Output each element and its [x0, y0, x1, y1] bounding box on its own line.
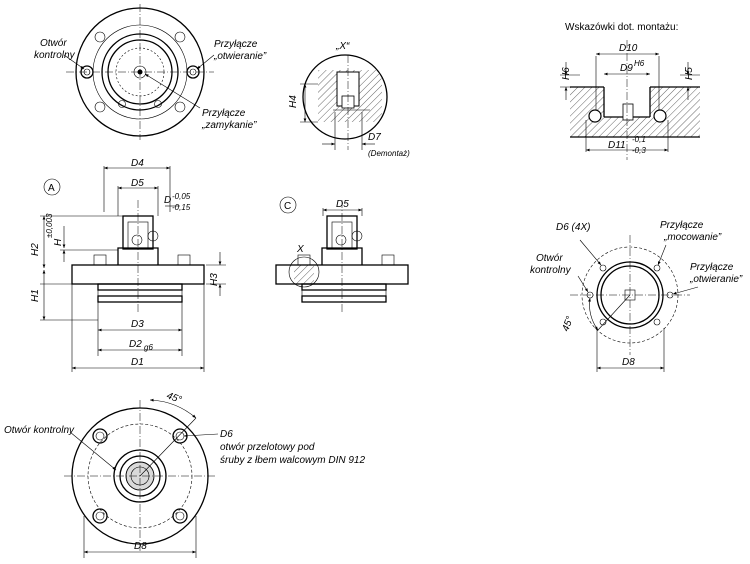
dim-h-tol-val: ±0,003 — [45, 213, 54, 238]
dim-d-tol: D — [164, 195, 171, 206]
dim-d11-low: -0,3 — [632, 146, 646, 155]
dim-d5-c: D5 — [336, 199, 349, 210]
dim-d4: D4 — [131, 158, 144, 169]
label-d6-line3: śruby z łbem walcowym DIN 912 — [220, 455, 365, 466]
dim-h-tol: H — [53, 238, 64, 246]
label-ctrl-1: Otwór — [536, 253, 563, 264]
label-control-port: Otwór — [40, 38, 67, 49]
dim-d7: D7 — [368, 132, 381, 143]
side-view-c — [275, 196, 409, 312]
label-otwieranie-1: Przyłącze — [690, 262, 734, 273]
label-control-port-2: kontrolny — [34, 50, 76, 61]
dim-h2: H2 — [30, 243, 41, 256]
label-d6-line1: D6 — [220, 429, 233, 440]
label-connect-open-1: Przyłącze — [214, 39, 258, 50]
dim-d6-4x: D6 (4X) — [556, 222, 590, 233]
dim-d10: D10 — [619, 43, 638, 54]
top-view-mounting — [570, 235, 699, 372]
mounting-section — [560, 40, 700, 160]
label-view-a: A — [48, 183, 55, 194]
label-mocowanie-2: „mocowanie” — [663, 232, 722, 243]
label-detail-x: „X“ — [335, 41, 350, 52]
label-connect-close-1: Przyłącze — [202, 108, 246, 119]
dim-d2: D2 — [129, 339, 142, 350]
dim-d11: D11 — [608, 140, 626, 151]
dim-d11-up: -0,1 — [632, 135, 646, 144]
dim-d2-fit: g6 — [144, 343, 153, 352]
dim-d3: D3 — [131, 319, 144, 330]
dim-h6: H6 — [561, 67, 572, 80]
dim-h1: H1 — [30, 289, 41, 302]
label-view-c: C — [284, 201, 291, 212]
label-demontaz: (Demontaż) — [368, 149, 410, 158]
label-x-mark: X — [296, 244, 304, 255]
dim-d-tol-low: -0,15 — [172, 203, 191, 212]
dim-d5: D5 — [131, 178, 144, 189]
dim-d8: D8 — [134, 541, 147, 552]
label-d6-line2: otwór przelotowy pod — [220, 442, 315, 453]
dim-d1: D1 — [131, 357, 144, 368]
mounting-title: Wskazówki dot. montażu: — [565, 22, 678, 33]
dim-d9-fit: H6 — [634, 59, 645, 68]
label-otwieranie-2: „otwieranie” — [689, 274, 743, 285]
dim-angle-45: 45° — [165, 390, 183, 406]
side-view-a — [40, 166, 226, 372]
bottom-view — [64, 398, 219, 558]
label-mocowanie-1: Przyłącze — [660, 220, 704, 231]
dim-d9: D9 — [620, 63, 633, 74]
label-control-full: Otwór kontrolny — [4, 425, 75, 436]
label-connect-close-2: „zamykanie” — [201, 120, 257, 131]
dim-d-tol-up: -0,05 — [172, 192, 191, 201]
dim-angle-45b: 45° — [560, 315, 576, 333]
dim-h5: H5 — [684, 67, 695, 80]
label-ctrl-2: kontrolny — [530, 265, 572, 276]
dim-h3: H3 — [209, 273, 220, 286]
top-view-ports — [63, 4, 215, 140]
detail-x-view — [300, 54, 388, 150]
dim-d8-b: D8 — [622, 357, 635, 368]
label-connect-open-2: „otwieranie” — [213, 51, 267, 62]
dim-h4: H4 — [288, 95, 299, 108]
